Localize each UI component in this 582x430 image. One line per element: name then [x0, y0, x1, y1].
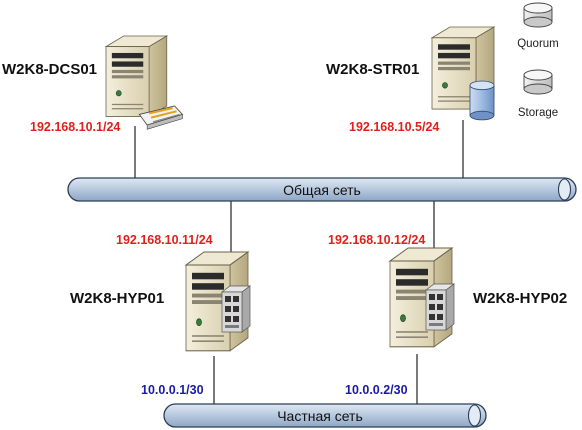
quorum-disk: Quorum [517, 2, 559, 50]
server-with-disk-icon [431, 26, 495, 121]
disk-icon [523, 69, 553, 95]
hyp01-private-ip: 10.0.0.1/30 [141, 383, 204, 397]
str01-ip: 192.168.10.5/24 [349, 120, 439, 134]
disk-icon [523, 2, 553, 28]
public-network-label: Общая сеть [283, 182, 361, 198]
server-with-keyboard-icon [105, 35, 184, 130]
public-network-bus: Общая сеть [67, 177, 577, 202]
server-dcs01: W2K8-DCS01 192.168.10.1/24 [2, 35, 184, 134]
hyp02-public-ip: 192.168.10.12/24 [328, 233, 425, 247]
storage-label: Storage [518, 107, 558, 119]
dcs01-ip: 192.168.10.1/24 [30, 120, 120, 134]
private-network-bus: Частная сеть [163, 403, 487, 428]
str01-name: W2K8-STR01 [326, 61, 419, 78]
dcs01-name: W2K8-DCS01 [2, 61, 97, 78]
storage-disk: Storage [518, 69, 558, 119]
hyp01-name: W2K8-HYP01 [70, 290, 164, 307]
server-str01: W2K8-STR01 192.168.10.5/24 [326, 26, 495, 134]
server-hyp01: 192.168.10.11/24 W2K8-HYP01 10.0.0.1/30 [70, 233, 251, 397]
private-network-label: Частная сеть [277, 408, 363, 424]
quorum-label: Quorum [517, 38, 559, 50]
hyp02-name: W2K8-HYP02 [473, 290, 567, 307]
server-hyp02: 192.168.10.12/24 W2K8-HYP02 10.0.0.2/30 [328, 233, 567, 397]
connection-lines [134, 120, 464, 404]
hyp01-public-ip: 192.168.10.11/24 [116, 233, 213, 247]
hyp02-private-ip: 10.0.0.2/30 [345, 383, 408, 397]
